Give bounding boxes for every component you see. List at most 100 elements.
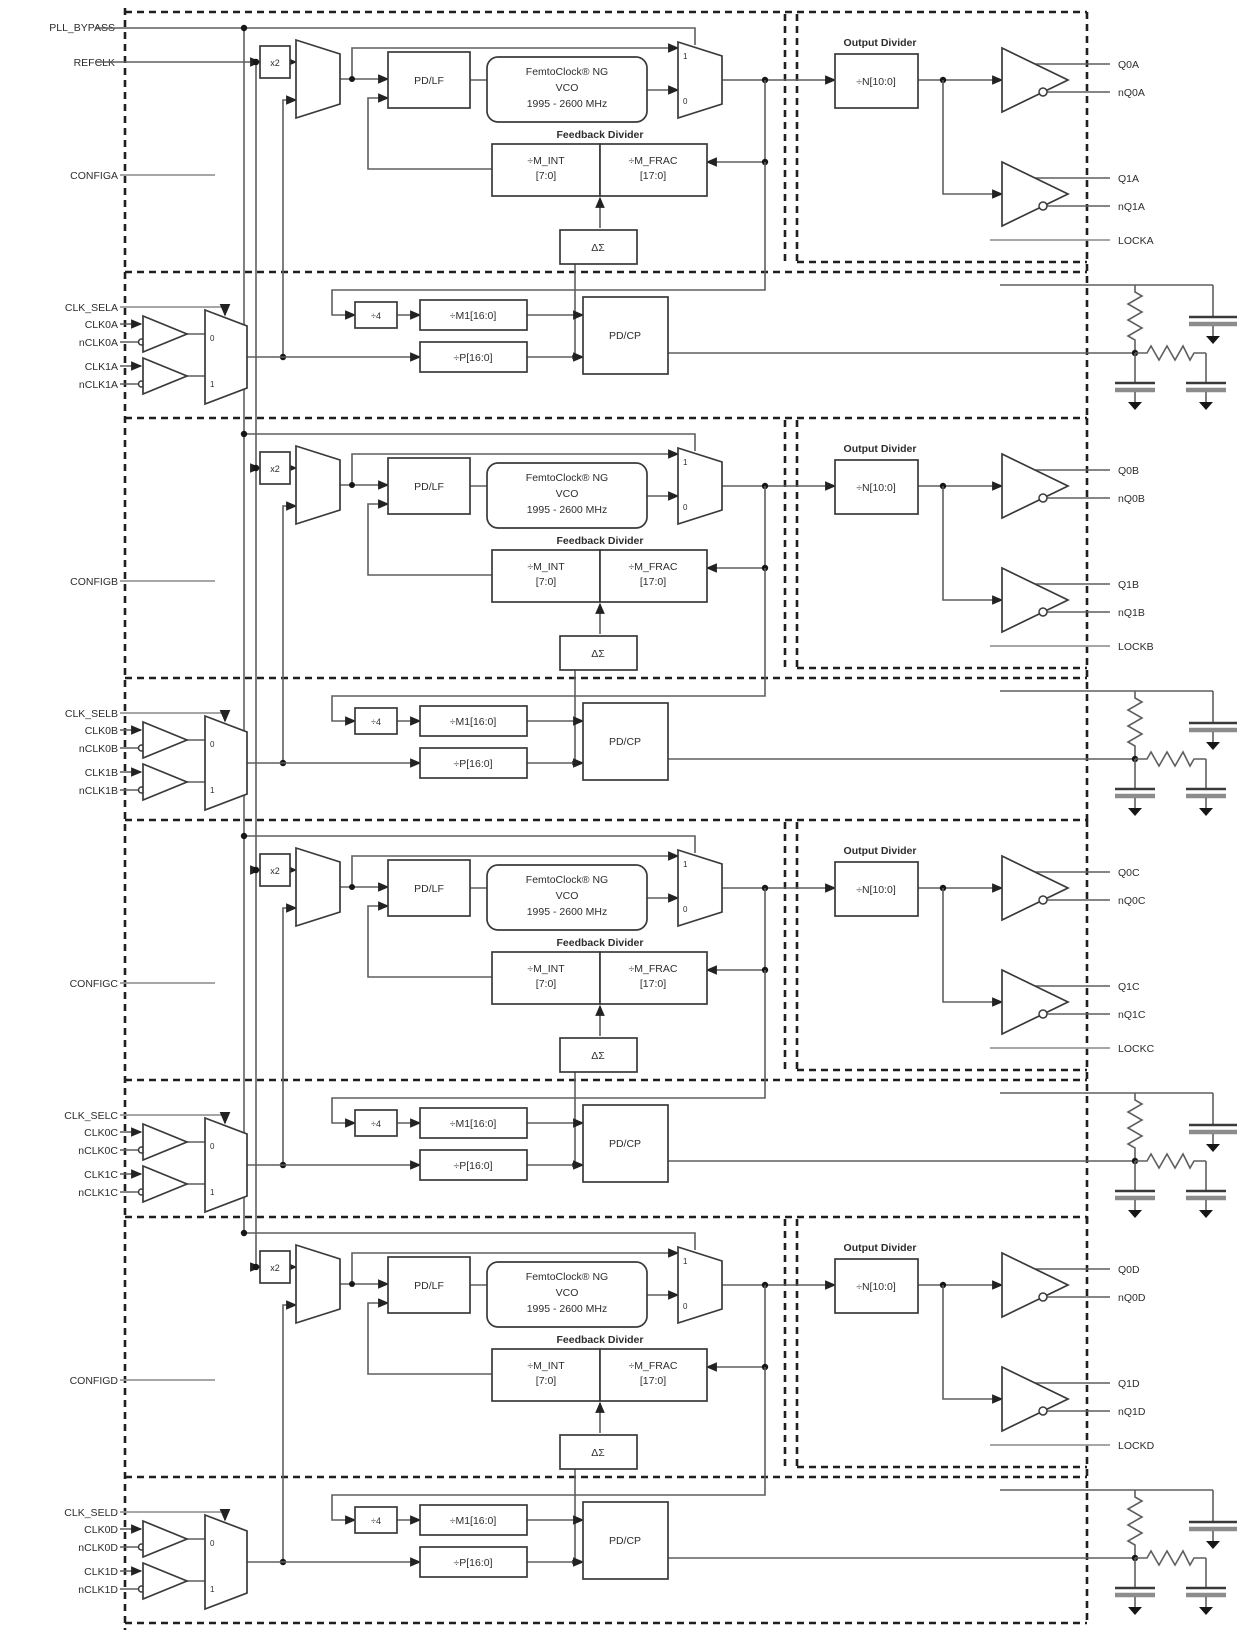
pll-wires <box>120 1229 1110 1566</box>
output-mux-input0-label: 0 <box>683 905 688 914</box>
resistor-vertical <box>1126 691 1144 759</box>
div4-label: ÷4 <box>371 311 381 321</box>
junction-dot <box>252 1263 260 1271</box>
pll-bypass-data-wire <box>351 43 680 79</box>
clk0-pin-label: CLK0A <box>85 319 118 331</box>
clk-sel-pin-label: CLK_SELD <box>64 1507 118 1519</box>
m-int-label-line1: ÷M_INT <box>527 155 565 167</box>
ground-symbol <box>1128 1210 1142 1218</box>
div4-label: ÷4 <box>371 1119 381 1129</box>
resistor-horizontal <box>1135 1549 1206 1567</box>
junction-dot <box>349 1281 355 1287</box>
vco-box <box>486 864 648 931</box>
pll-bypass-label: PLL_BYPASS <box>49 22 115 34</box>
input-section-wires <box>120 709 1135 794</box>
resistor-horizontal <box>1135 344 1206 362</box>
ground-symbol <box>1206 742 1220 750</box>
p-divider-box <box>419 1546 528 1578</box>
m-int-label-line1: ÷M_INT <box>527 561 565 573</box>
resistor-vertical <box>1126 1093 1144 1161</box>
vco-label-line3: 1995 - 2600 MHz <box>527 98 608 110</box>
junction-dot <box>240 430 248 438</box>
clkmux-to-refmux-wire <box>282 95 298 357</box>
clk-input-mux <box>204 1513 248 1611</box>
output-divider-title: Output Divider <box>844 845 917 857</box>
clk-sel-pin-label: CLK_SELB <box>65 708 118 720</box>
m-frac-box <box>599 143 708 197</box>
clk-sel-pin-label: CLK_SELC <box>64 1110 118 1122</box>
p-divider-label: ÷P[16:0] <box>453 352 492 364</box>
bypass-select-wire <box>244 27 696 45</box>
q0-pin-label: Q0D <box>1118 1264 1140 1276</box>
ground-symbol <box>1128 808 1142 816</box>
output-divider-title: Output Divider <box>844 443 917 455</box>
output-buffer-q1 <box>1001 160 1070 228</box>
clk-input-mux <box>204 714 248 812</box>
pll-channel: x2 PD/LF FemtoClock® NG VCO 1995 - 2600 … <box>65 416 1237 821</box>
m1-divider-box <box>419 1504 528 1536</box>
vco-label-line2: VCO <box>556 488 579 500</box>
q0-pin-label: Q0C <box>1118 867 1140 879</box>
nclk1-pin-label: nCLK1C <box>78 1187 118 1199</box>
clk-mux-input1-label: 1 <box>210 380 215 389</box>
clk1-pin-label: CLK1A <box>85 361 118 373</box>
pll-channel: x2 PD/LF FemtoClock® NG VCO 1995 - 2600 … <box>64 818 1237 1223</box>
m-frac-box <box>599 1348 708 1402</box>
reference-mux <box>295 38 341 120</box>
ndiv-branch-wire <box>942 888 1004 1007</box>
m-int-label-line2: [7:0] <box>536 978 557 990</box>
n-divider-box <box>834 1258 919 1314</box>
m-int-box <box>491 1348 601 1402</box>
mint-feedback-wire <box>367 499 492 576</box>
clk-mux-input0-label: 0 <box>210 1142 215 1151</box>
clkmux-to-refmux-wire <box>282 903 298 1165</box>
clk1-input-buffer <box>142 1164 190 1204</box>
config-pin-label: CONFIGC <box>70 978 119 990</box>
q1-pin-label: Q1A <box>1118 173 1139 185</box>
clk1-input-buffer <box>142 762 190 802</box>
p-divider-box <box>419 747 528 779</box>
pd-lf-label: PD/LF <box>414 75 444 87</box>
pd-lf-label: PD/LF <box>414 883 444 895</box>
ndiv-branch-wire <box>942 1285 1004 1404</box>
pll-channel: x2 PD/LF FemtoClock® NG VCO 1995 - 2600 … <box>64 1215 1237 1620</box>
clkmux-to-refmux-wire <box>282 1300 298 1562</box>
feedback-divider-title: Feedback Divider <box>557 937 644 949</box>
q1-pin-label: Q1B <box>1118 579 1139 591</box>
x2-box <box>259 853 291 887</box>
junction-dot <box>252 464 260 472</box>
bypass-output-mux <box>677 1245 723 1325</box>
delta-sigma-label: ΔΣ <box>591 1447 605 1459</box>
junction-dot <box>349 76 355 82</box>
mint-feedback-wire <box>367 1298 492 1375</box>
q1-pin-label: Q1C <box>1118 981 1140 993</box>
x2-label: x2 <box>270 464 280 474</box>
reference-mux <box>295 1243 341 1325</box>
delta-sigma-box <box>559 229 638 265</box>
bypass-select-wire <box>244 1232 696 1250</box>
vco-label-line2: VCO <box>556 1287 579 1299</box>
loop-filter <box>1000 1489 1237 1615</box>
pd-cp-label: PD/CP <box>609 330 641 342</box>
clk1-input-buffer <box>142 1561 190 1601</box>
clkmux-to-refmux-wire <box>282 501 298 763</box>
prescaler-loop-wire <box>331 1367 766 1525</box>
p-divider-label: ÷P[16:0] <box>453 1160 492 1172</box>
ground-symbol <box>1199 402 1213 410</box>
config-pin-label: CONFIGD <box>70 1375 119 1387</box>
pd-lf-box <box>387 1256 471 1314</box>
m-int-box <box>491 143 601 197</box>
clk-sel-wire <box>120 303 231 317</box>
prescaler-loop-wire <box>331 162 766 320</box>
output-buffer-q0 <box>1001 854 1070 922</box>
m-frac-label-line2: [17:0] <box>640 978 666 990</box>
input-section-wires <box>120 303 1135 388</box>
x2-box <box>259 45 291 79</box>
ground-symbol <box>1199 808 1213 816</box>
ground-symbol <box>1206 1144 1220 1152</box>
pd-cp-box <box>582 296 669 375</box>
lock-pin-label: LOCKB <box>1118 641 1154 653</box>
pd-lf-box <box>387 51 471 109</box>
vco-label-line3: 1995 - 2600 MHz <box>527 1303 608 1315</box>
